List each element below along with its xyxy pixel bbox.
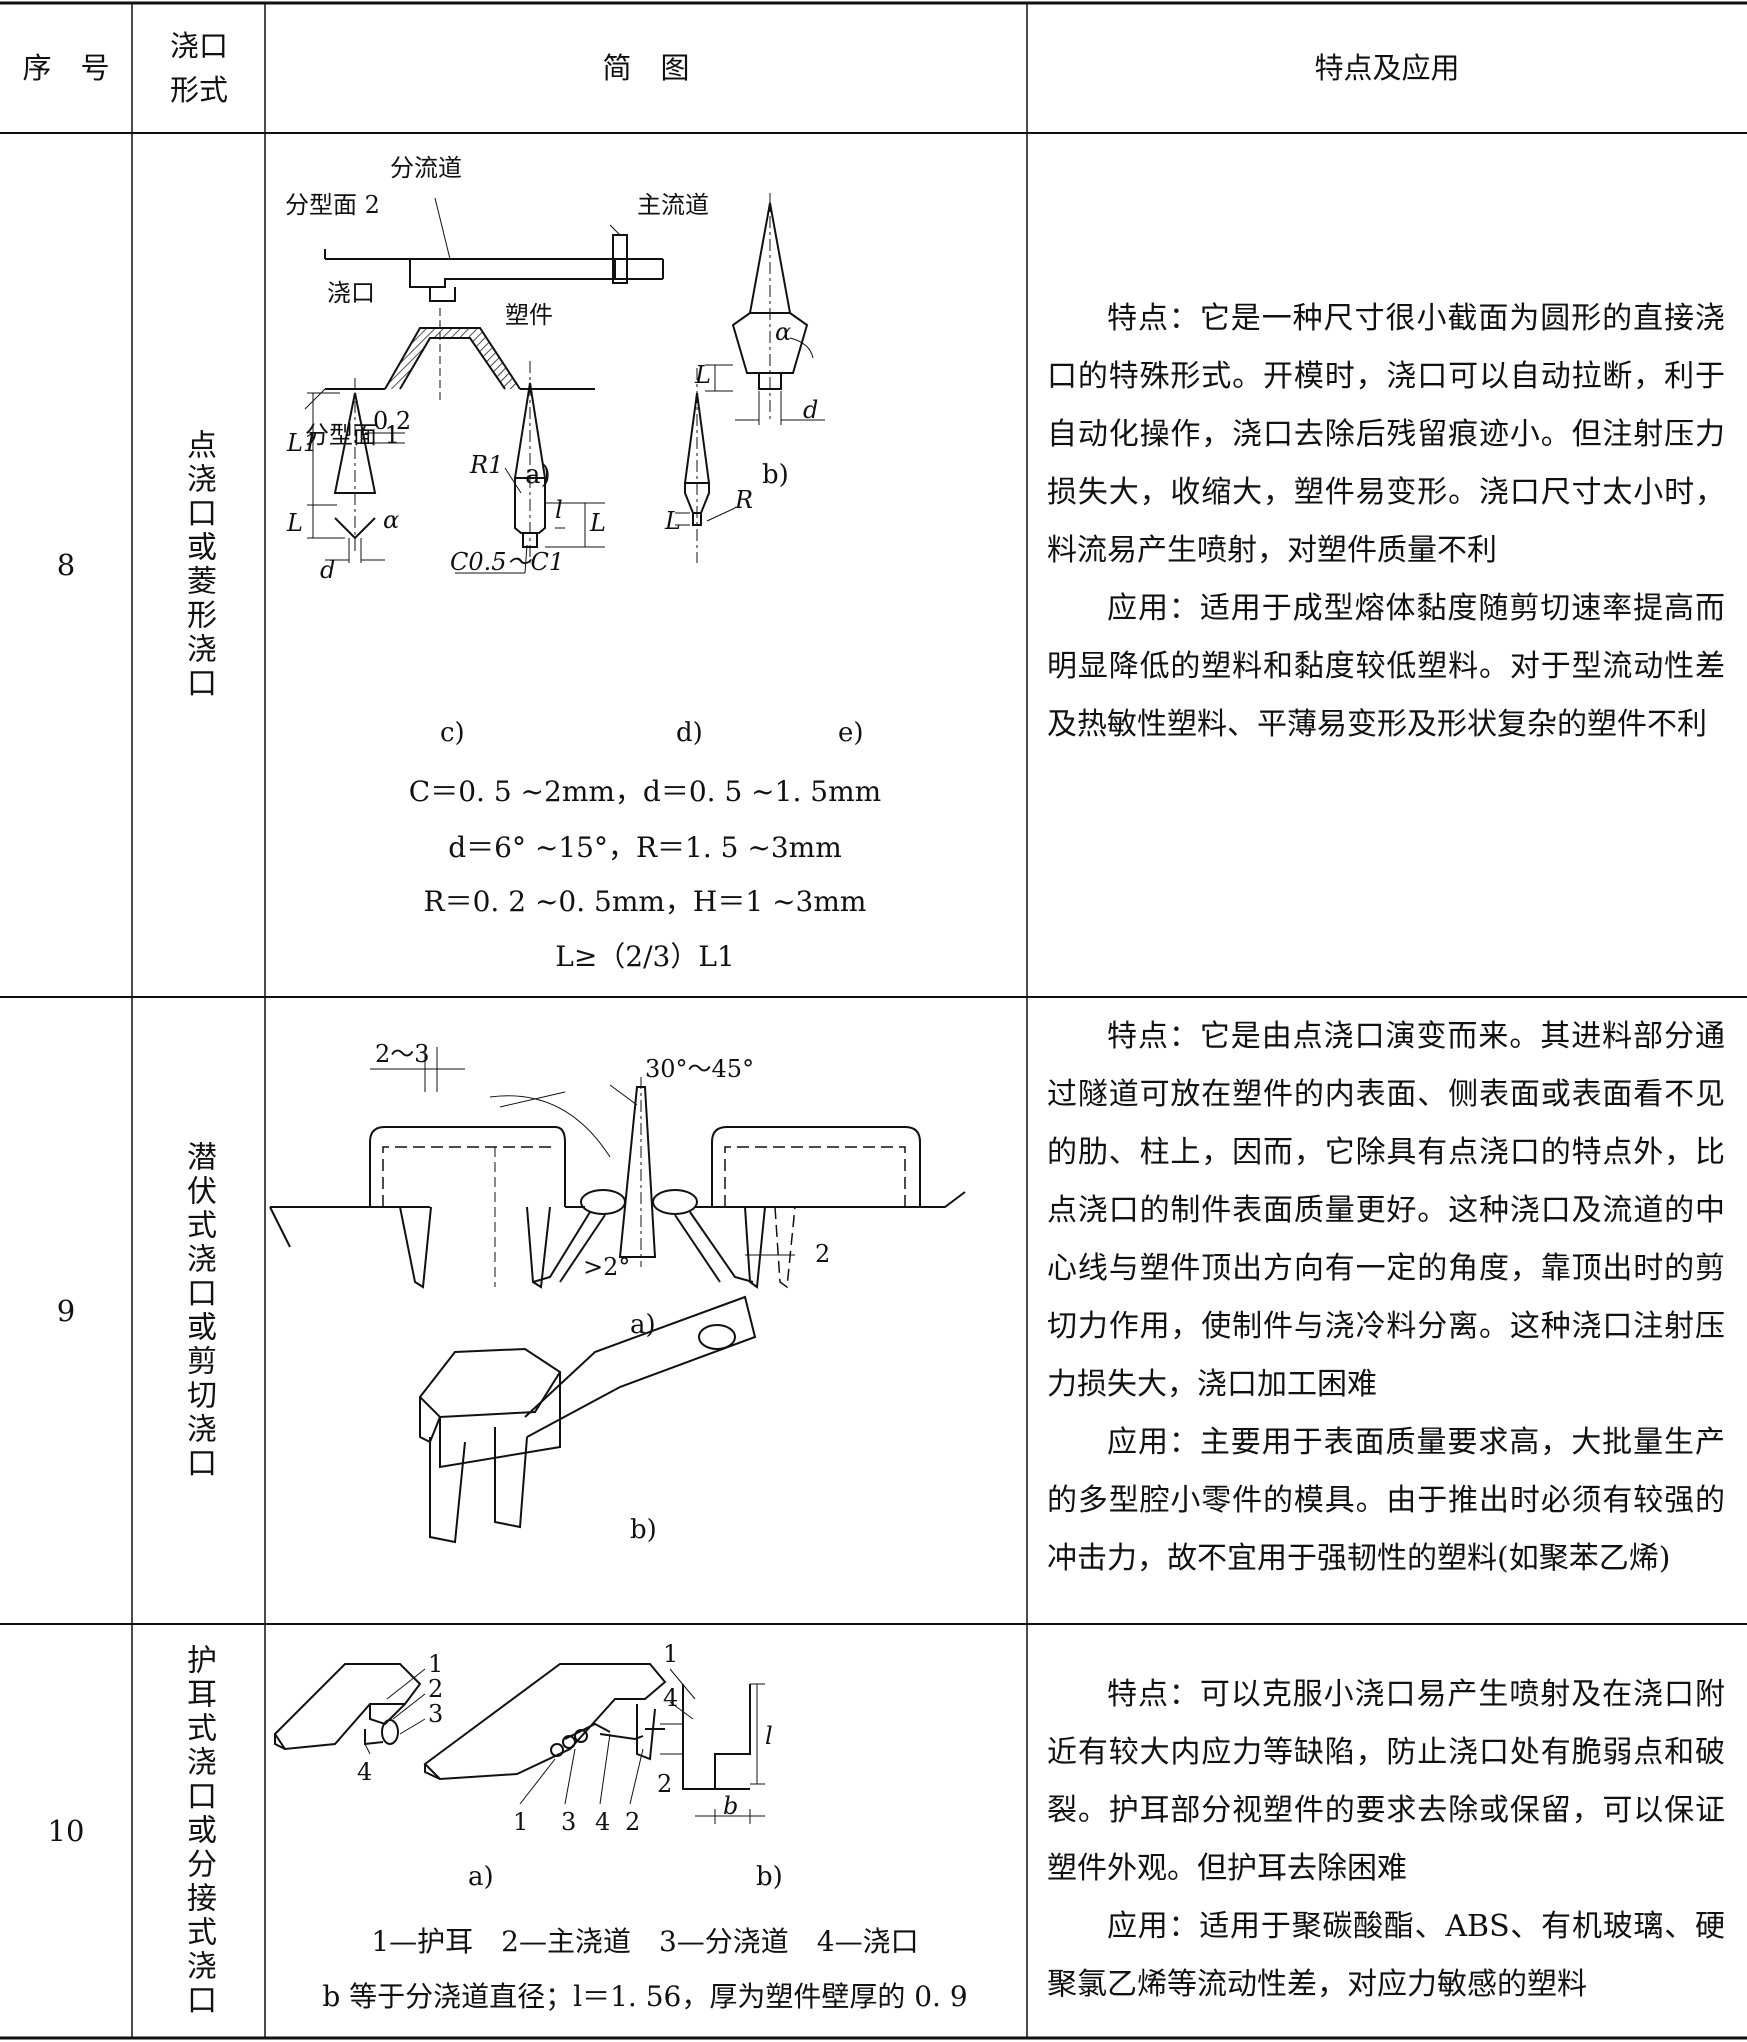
header-gate-form: 浇口形式 [169,29,228,107]
parting-surface-1-label: 分型面 1 [305,421,400,449]
gate-form-cell: 点浇口或菱形浇口 [132,133,265,997]
label-3: 3 [428,1700,443,1728]
dim-chamfer: C0.5～C1 [450,548,564,576]
dim-R1: R1 [469,451,503,479]
caption-b: b) [756,1862,783,1892]
label-1: 1 [428,1650,443,1678]
label-1c: 1 [663,1640,678,1668]
header-features: 特点及应用 [1314,51,1460,85]
caption-b: b) [630,1515,657,1545]
submarine-gate-diagram: 2～3 30°～45° >2° 2 [269,1040,966,1544]
label-1b: 1 [513,1808,528,1836]
gate-label: 浇口 [327,279,375,307]
label-4: 4 [357,1758,372,1786]
point-gate-diagram: 分流道 分型面 2 主流道 浇口 塑件 分型面 1 L α d L1 0.2 L… [285,154,825,584]
gate-form-label: 潜伏式浇口或剪切浇口 [181,1140,216,1481]
label-2b: 2 [625,1808,640,1836]
application-text: 应用：适用于聚碳酸酯、ABS、有机玻璃、硬聚氯乙烯等流动性差，对应力敏感的塑料 [1047,1909,1725,2002]
legend-text: 1—护耳 2—主浇道 3—分浇道 4—浇口 [371,1925,919,1958]
application-text: 应用：适用于成型熔体黏度随剪切速率提高而明显降低的塑料和黏度较低塑料。对于型流动… [1047,591,1725,742]
sprue-label: 主流道 [637,191,709,219]
caption-a: a) [630,1310,656,1340]
parting-surface-2-label: 分型面 2 [285,191,380,219]
dim-L-e: L [664,507,681,535]
angle-30-45: 30°～45° [645,1055,754,1083]
features-cell: 特点：可以克服小浇口易产生喷射及在浇口附近有较大内应力等缺陷，防止浇口处有脆弱点… [1027,1666,1747,2014]
dim-alpha: α [775,318,791,346]
label-2c: 2 [657,1770,672,1798]
row-number: 9 [56,1293,76,1328]
part-label: 塑件 [505,301,553,329]
header-no: 序 号 [22,51,110,85]
tab-gate-diagram: 1 2 3 4 1 3 4 2 1 4 2 b l [273,1640,773,1836]
part-number-2: 2 [815,1240,830,1268]
note-text: b 等于分浇道直径；l＝1. 56，厚为塑件壁厚的 0. 9 [322,1980,968,2013]
label-3b: 3 [561,1808,576,1836]
caption-d: d) [676,718,703,748]
gate-form-label: 点浇口或菱形浇口 [181,429,216,701]
caption-c: c) [440,718,465,748]
dim-L-d: L [589,509,606,537]
caption-e: e) [838,718,864,748]
formula-line: L≥（2/3）L1 [555,940,735,973]
dim-L1: L1 [286,429,318,457]
dim-2-3: 2～3 [375,1040,430,1068]
gate-form-cell: 护耳式浇口或分接式浇口 [132,1624,265,2038]
caption-b: b) [762,460,789,490]
row-number: 8 [56,548,76,582]
features-text: 特点：可以克服小浇口易产生喷射及在浇口附近有较大内应力等缺陷，防止浇口处有脆弱点… [1047,1677,1725,1886]
caption-a: a) [468,1862,494,1892]
dim-L-c: L [286,509,303,537]
formula-line: R＝0. 2 ~0. 5mm，H＝1 ~3mm [423,885,867,918]
dim-l: l [555,496,563,524]
formula-line: C＝0. 5 ~2mm，d＝0. 5 ~1. 5mm [408,775,882,808]
label-4c: 4 [663,1684,678,1712]
header-diagram: 简 图 [602,51,690,85]
dim-alpha-c: α [383,506,399,534]
features-text: 特点：它是一种尺寸很小截面为圆形的直接浇口的特殊形式。开模时，浇口可以自动拉断，… [1047,301,1725,568]
caption-a: a) [525,460,551,490]
dim-02: 0.2 [373,407,411,435]
dim-b: b [723,1792,738,1820]
dim-l: l [765,1722,773,1750]
gate-form-cell: 潜伏式浇口或剪切浇口 [132,997,265,1624]
gate-form-label: 护耳式浇口或分接式浇口 [181,1644,216,2018]
row-number: 10 [47,1814,85,1848]
dim-d-c: d [320,556,335,584]
formula-line: d＝6° ~15°，R＝1. 5 ~3mm [448,831,842,864]
label-2: 2 [428,1675,443,1703]
dim-d: d [803,396,818,424]
application-text: 应用：主要用于表面质量要求高，大批量生产的多型腔小零件的模具。由于推出时必须有较… [1047,1425,1725,1576]
features-cell: 特点：它是一种尺寸很小截面为圆形的直接浇口的特殊形式。开模时，浇口可以自动拉断，… [1027,290,1747,754]
features-text: 特点：它是由点浇口演变而来。其进料部分通过隧道可放在塑件的内表面、侧表面或表面看… [1047,1019,1725,1402]
features-cell: 特点：它是由点浇口演变而来。其进料部分通过隧道可放在塑件的内表面、侧表面或表面看… [1027,1008,1747,1588]
dim-R: R [734,486,753,514]
label-4b: 4 [595,1808,610,1836]
angle-gt2: >2° [583,1253,630,1281]
runner-label: 分流道 [390,154,462,182]
dim-L: L [694,361,711,389]
